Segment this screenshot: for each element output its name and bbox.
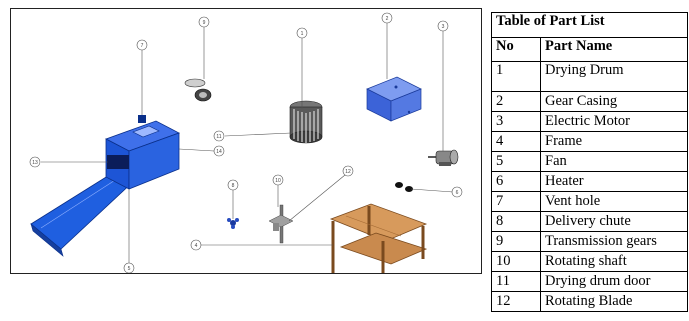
- part-name-cell: Drying drum door: [540, 271, 688, 292]
- callout-label-7: 7: [141, 43, 144, 49]
- callout-balloon-6: [451, 186, 463, 198]
- callout-label-14: 14: [216, 149, 222, 155]
- callout-label-12: 12: [345, 169, 351, 175]
- callout-label-8: 8: [232, 183, 235, 189]
- callout-balloon-11: [213, 130, 225, 142]
- part-number-cell: 5: [491, 151, 541, 172]
- callout-balloons: 7 9 1 2 3 11 14 13 8 10 12 6 4: [29, 12, 463, 273]
- drying-chamber-part: [105, 115, 180, 190]
- table-row: 11 Drying drum door: [491, 271, 688, 292]
- part-number-cell: 10: [491, 251, 541, 272]
- part-number-cell: 12: [491, 291, 541, 312]
- table-row: 9 Transmission gears: [491, 231, 688, 252]
- callout-label-4: 4: [195, 243, 198, 249]
- callout-label-3: 3: [442, 24, 445, 30]
- table-row: 3 Electric Motor: [491, 111, 688, 132]
- delivery-chute-part: [30, 168, 137, 257]
- transmission-gears-part: [184, 78, 212, 102]
- table-row: 12 Rotating Blade: [491, 291, 688, 312]
- callout-label-6: 6: [456, 190, 459, 196]
- table-row: 2 Gear Casing: [491, 91, 688, 112]
- callout-balloon-7: [136, 39, 148, 51]
- table-row: 10 Rotating shaft: [491, 251, 688, 272]
- part-name-cell: Transmission gears: [540, 231, 688, 252]
- part-name-cell: Drying Drum: [540, 61, 688, 92]
- callout-balloon-8: [227, 179, 239, 191]
- callout-balloon-14: [213, 145, 225, 157]
- part-number-cell: 7: [491, 191, 541, 212]
- callout-label-2: 2: [386, 16, 389, 22]
- callout-balloon-5: [123, 262, 135, 273]
- callout-balloon-13: [29, 156, 41, 168]
- gear-casing-part: [366, 76, 422, 122]
- table-row: 4 Frame: [491, 131, 688, 152]
- callout-label-9: 9: [203, 20, 206, 26]
- table-row: 1 Drying Drum: [491, 61, 688, 92]
- callout-balloon-2: [381, 12, 393, 24]
- frame-part: [329, 203, 428, 273]
- part-name-cell: Electric Motor: [540, 111, 688, 132]
- part-name-cell: Delivery chute: [540, 211, 688, 232]
- part-name-cell: Gear Casing: [540, 91, 688, 112]
- column-header-part-name: Part Name: [540, 37, 688, 62]
- part-number-cell: 3: [491, 111, 541, 132]
- part-name-cell: Rotating Blade: [540, 291, 688, 312]
- part-number-cell: 4: [491, 131, 541, 152]
- callout-label-11: 11: [216, 134, 221, 140]
- table-row: 6 Heater: [491, 171, 688, 192]
- table-caption: Table of Part List: [491, 12, 688, 38]
- drying-drum-part: [289, 100, 323, 144]
- callout-label-10: 10: [275, 178, 281, 184]
- part-number-cell: 8: [491, 211, 541, 232]
- part-name-cell: Fan: [540, 151, 688, 172]
- part-number-cell: 6: [491, 171, 541, 192]
- part-name-cell: Heater: [540, 171, 688, 192]
- part-name-cell: Vent hole: [540, 191, 688, 212]
- part-number-cell: 2: [491, 91, 541, 112]
- callout-label-13: 13: [32, 160, 38, 166]
- table-row: 5 Fan: [491, 151, 688, 172]
- callout-balloon-4: [190, 239, 202, 251]
- fan-part: [227, 218, 239, 229]
- part-name-cell: Frame: [540, 131, 688, 152]
- table-row: 8 Delivery chute: [491, 211, 688, 232]
- part-list-table: Table of Part List No Part Name 1 Drying…: [491, 12, 688, 312]
- heater-part: [395, 182, 413, 192]
- part-number-cell: 11: [491, 271, 541, 292]
- part-name-cell: Rotating shaft: [540, 251, 688, 272]
- assembly-drawing: 7 9 1 2 3 11 14 13 8 10 12 6 4: [29, 12, 463, 273]
- machine-assembly-figure: 7 9 1 2 3 11 14 13 8 10 12 6 4: [10, 8, 482, 274]
- callout-balloon-12: [342, 165, 354, 177]
- callout-balloon-3: [437, 20, 449, 32]
- callout-leaders: [41, 23, 454, 264]
- electric-motor-part: [428, 149, 459, 166]
- callout-balloon-9: [198, 16, 210, 28]
- column-header-no: No: [491, 37, 541, 62]
- callout-balloon-10: [272, 174, 284, 186]
- table-row: 7 Vent hole: [491, 191, 688, 212]
- callout-balloon-1: [296, 27, 308, 39]
- rotating-shaft-part: [268, 204, 294, 244]
- callout-label-1: 1: [301, 31, 304, 37]
- callout-label-5: 5: [128, 266, 131, 272]
- part-number-cell: 9: [491, 231, 541, 252]
- part-number-cell: 1: [491, 61, 541, 92]
